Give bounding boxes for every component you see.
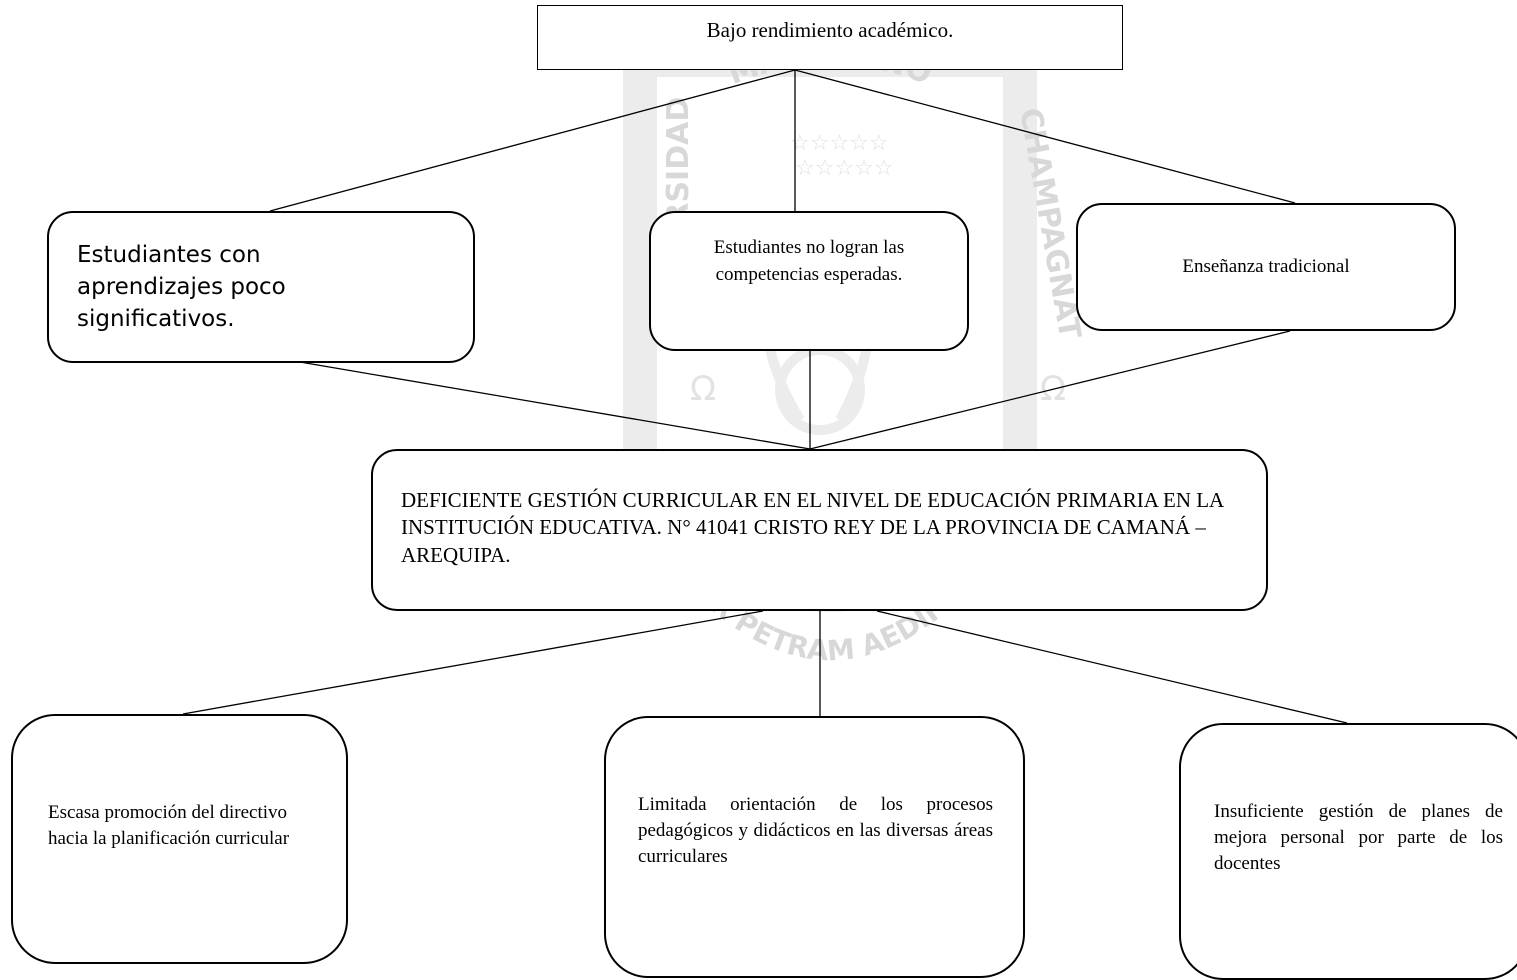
connector-core-to-right-cause <box>876 610 1348 724</box>
cause-box-left: Escasa promoción del directivo hacia la … <box>11 714 348 964</box>
connector-core-to-left-cause <box>182 610 764 715</box>
cause-text-right: Insuficiente gestión de planes de mejora… <box>1214 801 1503 874</box>
central-problem-text: DEFICIENTE GESTIÓN CURRICULAR EN EL NIVE… <box>401 488 1224 567</box>
svg-text:Ω: Ω <box>690 369 716 409</box>
top-effect-text: Bajo rendimiento académico. <box>706 18 954 42</box>
effect-text-center: Estudiantes no logran las competencias e… <box>713 237 905 285</box>
cause-text-left: Escasa promoción del directivo hacia la … <box>48 802 290 849</box>
effect-text-right: Enseñanza tradicional <box>1182 256 1350 277</box>
cause-box-right: Insuficiente gestión de planes de mejora… <box>1179 723 1517 980</box>
connector-top-to-left <box>269 69 796 212</box>
svg-text:☆☆☆☆☆: ☆☆☆☆☆ <box>790 131 889 156</box>
central-problem-box: DEFICIENTE GESTIÓN CURRICULAR EN EL NIVE… <box>371 449 1268 611</box>
cause-box-center: Limitada orientación de los procesos ped… <box>604 716 1025 978</box>
effect-text-left: Estudiantes con aprendizajes poco signif… <box>77 242 286 333</box>
connector-top-to-right <box>794 69 1296 204</box>
effect-box-center: Estudiantes no logran las competencias e… <box>649 211 969 351</box>
top-effect-box: Bajo rendimiento académico. <box>537 5 1123 70</box>
effect-box-left: Estudiantes con aprendizajes poco signif… <box>47 211 475 363</box>
effect-box-right: Enseñanza tradicional <box>1076 203 1456 331</box>
cause-text-center: Limitada orientación de los procesos ped… <box>638 794 993 867</box>
svg-text:☆☆☆☆☆: ☆☆☆☆☆ <box>795 156 894 181</box>
connector-left-to-core <box>299 361 811 450</box>
connector-right-to-core <box>809 330 1291 450</box>
